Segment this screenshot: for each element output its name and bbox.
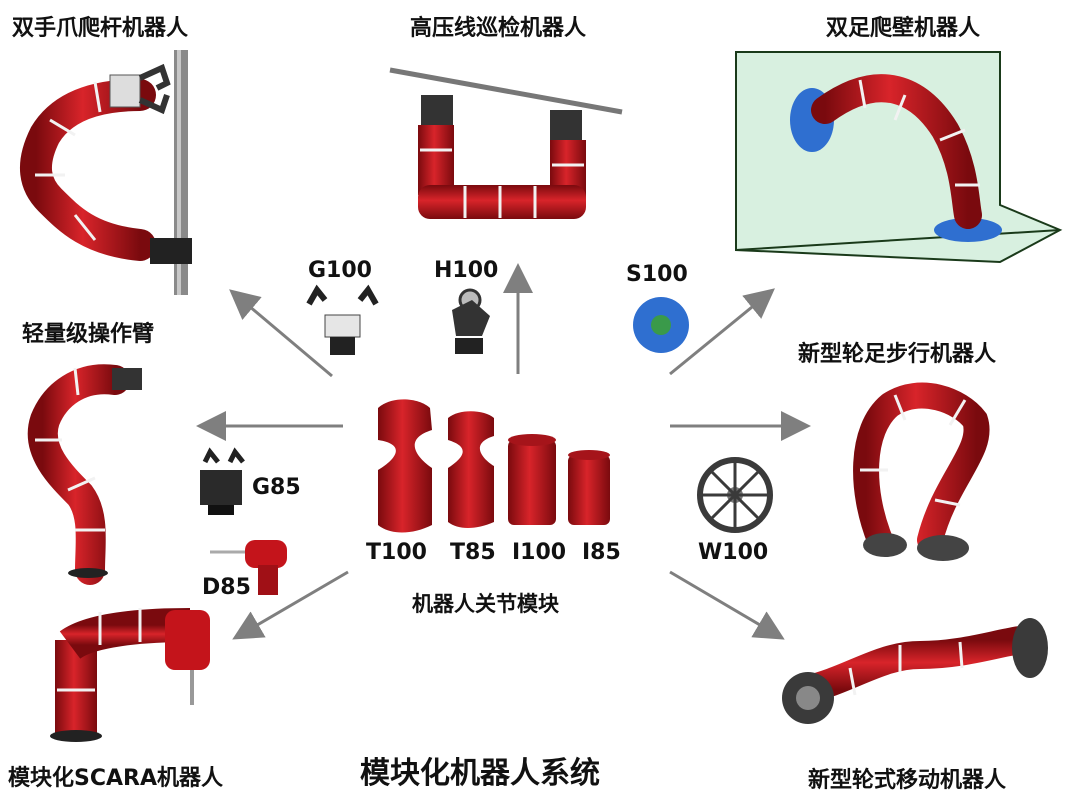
lightweight-arm-illustration [27, 364, 142, 585]
wheeled-mobile-illustration [782, 618, 1048, 724]
arrow-to-pole-climber [229, 289, 333, 378]
label-s100: S100 [626, 262, 688, 287]
t85-joint-icon [448, 411, 494, 528]
line-inspection-illustration [389, 67, 623, 219]
arrows [196, 263, 811, 640]
gripper-g100-icon [306, 284, 379, 355]
s100-suction-icon [633, 297, 689, 353]
arrow-to-wheeled-mobile [669, 570, 785, 640]
label-g100: G100 [308, 258, 372, 283]
label-wheeled-mobile: 新型轮式移动机器人 [808, 768, 1007, 793]
label-i85: I85 [582, 540, 621, 565]
t100-joint-icon [378, 399, 432, 533]
system-title: 模块化机器人系统 [360, 756, 600, 791]
arrow-to-scara [232, 570, 349, 640]
label-biped-wall-climber: 双足爬壁机器人 [826, 16, 981, 41]
i100-joint-icon [508, 434, 556, 525]
label-joint-modules: 机器人关节模块 [412, 592, 559, 616]
pole-climber-illustration [19, 50, 192, 295]
label-w100: W100 [698, 540, 769, 565]
power-line [389, 67, 623, 115]
label-t85: T85 [450, 540, 496, 565]
wall-climber-illustration [735, 51, 1063, 264]
d85-module-icon [210, 540, 287, 595]
scara-illustration [50, 608, 210, 742]
label-i100: I100 [512, 540, 567, 565]
label-d85: D85 [202, 575, 251, 600]
label-g85: G85 [252, 475, 301, 500]
i85-joint-icon [568, 450, 610, 525]
wheel-leg-illustration [853, 382, 990, 561]
label-scara: 模块化SCARA机器人 [8, 766, 223, 791]
label-wheel-leg-walker: 新型轮足步行机器人 [798, 342, 997, 367]
label-hv-line-inspection: 高压线巡检机器人 [410, 16, 587, 41]
label-dual-gripper-pole-climber: 双手爪爬杆机器人 [12, 16, 189, 41]
w100-wheel-icon [697, 457, 773, 533]
h100-module-icon [452, 288, 490, 354]
label-lightweight-arm: 轻量级操作臂 [22, 322, 155, 347]
label-h100: H100 [434, 258, 499, 283]
label-t100: T100 [366, 540, 427, 565]
arrow-to-wall-climber [669, 288, 775, 376]
g85-gripper-icon [200, 447, 245, 515]
